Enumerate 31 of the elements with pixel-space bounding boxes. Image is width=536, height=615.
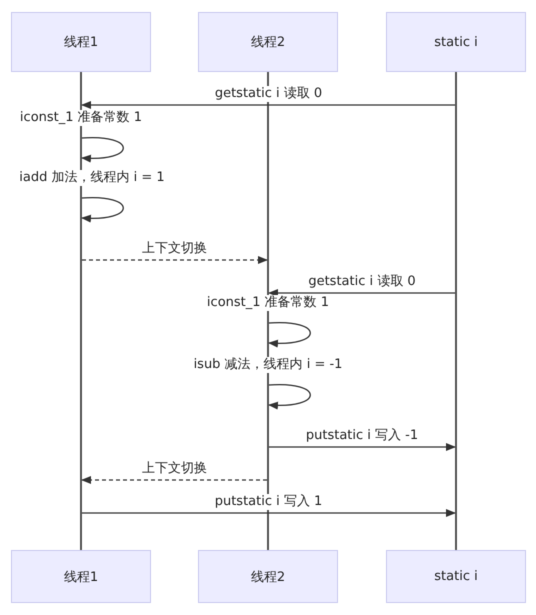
- lifeline: [80, 72, 82, 550]
- message-label: isub 减法，线程内 i = -1: [192, 357, 344, 373]
- participant-name: 线程1: [64, 34, 98, 51]
- participant-box: [11, 550, 151, 603]
- participant-name: static i: [434, 34, 478, 50]
- participant-box: [11, 12, 151, 72]
- message-arrow: [82, 509, 456, 517]
- message-label: getstatic i 读取 0: [306, 274, 418, 290]
- message-arrow: [269, 443, 456, 451]
- message-label: 上下文切换: [140, 241, 209, 257]
- lifeline: [267, 72, 269, 550]
- message-arrow: [82, 256, 268, 264]
- participant-name: 线程1: [64, 568, 98, 586]
- message-arrow: [268, 322, 311, 348]
- message-arrow: [81, 197, 124, 222]
- participant-name: 线程2: [250, 34, 286, 51]
- participant-box: [386, 12, 526, 72]
- participant-name: static i: [434, 569, 478, 584]
- participant-box: [386, 550, 526, 603]
- message-arrow: [81, 476, 267, 484]
- message-label: putstatic i 写入 1: [212, 494, 324, 510]
- participant-name: 线程2: [250, 568, 286, 586]
- message-label: 上下文切换: [140, 461, 209, 477]
- participant-box: [198, 12, 338, 72]
- message-label: getstatic i 读取 0: [212, 86, 324, 102]
- message-arrow: [81, 101, 455, 109]
- participant-box: [198, 550, 338, 603]
- message-arrow: [81, 137, 124, 162]
- lifeline: [455, 72, 457, 550]
- message-arrow: [268, 289, 455, 297]
- message-arrow: [268, 384, 311, 410]
